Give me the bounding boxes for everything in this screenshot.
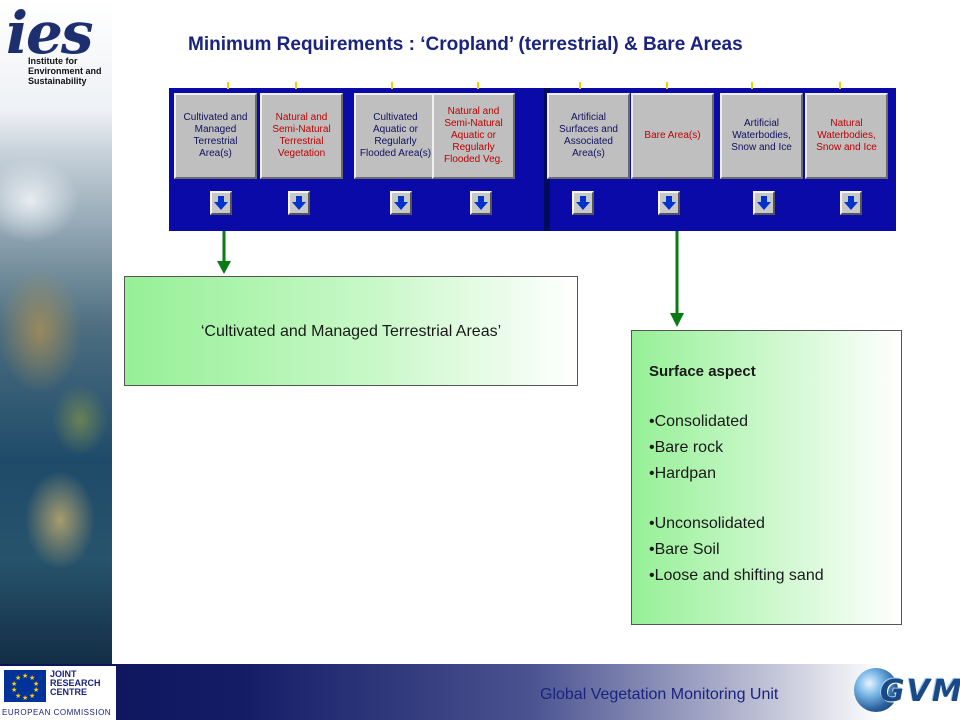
- expand-button-natural-waterbodies[interactable]: [840, 191, 862, 215]
- cultivated-areas-text: ‘Cultivated and Managed Terrestrial Area…: [200, 323, 502, 340]
- expand-button-cultivated-terrestrial[interactable]: [210, 191, 232, 215]
- category-label: Natural and Semi-Natural Aquatic or Regu…: [444, 106, 503, 165]
- category-artificial-surfaces[interactable]: Artificial Surfaces and Associated Area(…: [547, 93, 630, 179]
- globe-icon: [854, 668, 898, 712]
- connector-tick: [391, 82, 393, 89]
- arrow-down-icon: [757, 196, 771, 210]
- classification-panel: Cultivated and Managed Terrestrial Area(…: [169, 82, 896, 231]
- list-item: •Loose and shifting sand: [649, 567, 824, 584]
- list-item: •Bare Soil: [649, 541, 720, 558]
- connector-tick: [227, 82, 229, 89]
- category-natural-waterbodies[interactable]: Natural Waterbodies, Snow and Ice: [805, 93, 888, 179]
- arrow-down-icon: [214, 196, 228, 210]
- category-natural-terrestrial[interactable]: Natural and Semi-Natural Terrestrial Veg…: [260, 93, 343, 179]
- category-label: Natural Waterbodies, Snow and Ice: [816, 118, 877, 153]
- expand-button-artificial-waterbodies[interactable]: [753, 191, 775, 215]
- footer-bar: [0, 664, 960, 720]
- category-artificial-waterbodies[interactable]: Artificial Waterbodies, Snow and Ice: [720, 93, 803, 179]
- arrow-down-icon: [292, 196, 306, 210]
- connector-tick: [295, 82, 297, 89]
- connector-tick: [839, 82, 841, 89]
- gvm-logo: GVM: [848, 664, 960, 720]
- ies-logo-text: Institute for Environment and Sustainabi…: [28, 56, 102, 86]
- arrow-to-bare-areas: [670, 231, 684, 327]
- arrow-down-icon: [576, 196, 590, 210]
- arrow-down-icon: [474, 196, 488, 210]
- connector-tick: [666, 82, 668, 89]
- footer-unit-name: Global Vegetation Monitoring Unit: [540, 686, 779, 703]
- page-title: Minimum Requirements : ‘Cropland’ (terre…: [188, 34, 743, 55]
- european-commission-text: EUROPEAN COMMISSION: [2, 708, 112, 717]
- connector-tick: [579, 82, 581, 89]
- category-label: Bare Area(s): [644, 130, 701, 141]
- list-item: •Unconsolidated: [649, 515, 765, 532]
- category-label: Cultivated Aquatic or Regularly Flooded …: [359, 112, 432, 159]
- connector-tick: [751, 82, 753, 89]
- ies-logo-letters: ies: [6, 0, 94, 67]
- list-item: •Bare rock: [649, 439, 724, 456]
- satellite-image-strip: [0, 0, 112, 664]
- arrow-down-icon: [394, 196, 408, 210]
- arrow-down-icon: [844, 196, 858, 210]
- category-label: Cultivated and Managed Terrestrial Area(…: [183, 112, 248, 159]
- list-item: •Consolidated: [649, 413, 748, 430]
- category-bare-areas[interactable]: Bare Area(s): [631, 93, 714, 179]
- jrc-logo: ★ ★ ★ ★ ★ ★ ★ ★ ★ ★ JOINT RESEARCH CENTR…: [0, 666, 116, 720]
- ies-logo: ies Institute for Environment and Sustai…: [6, 2, 116, 94]
- cultivated-areas-box: ‘Cultivated and Managed Terrestrial Area…: [124, 276, 578, 386]
- eu-flag-icon: ★ ★ ★ ★ ★ ★ ★ ★ ★ ★: [4, 670, 46, 702]
- category-cultivated-aquatic[interactable]: Cultivated Aquatic or Regularly Flooded …: [354, 93, 437, 179]
- expand-button-natural-aquatic[interactable]: [470, 191, 492, 215]
- expand-button-bare-areas[interactable]: [658, 191, 680, 215]
- gvm-logo-text: GVM: [880, 674, 960, 709]
- category-label: Artificial Surfaces and Associated Area(…: [559, 112, 618, 159]
- jrc-text: JOINT RESEARCH CENTRE: [50, 669, 101, 697]
- arrow-to-cultivated: [217, 231, 231, 274]
- bare-areas-box: Surface aspect •Consolidated •Bare rock …: [631, 330, 902, 625]
- list-item: •Hardpan: [649, 465, 716, 482]
- category-natural-aquatic[interactable]: Natural and Semi-Natural Aquatic or Regu…: [432, 93, 515, 179]
- category-label: Natural and Semi-Natural Terrestrial Veg…: [272, 112, 331, 159]
- category-label: Artificial Waterbodies, Snow and Ice: [731, 118, 792, 153]
- expand-button-artificial-surfaces[interactable]: [572, 191, 594, 215]
- expand-button-natural-terrestrial[interactable]: [288, 191, 310, 215]
- arrow-down-icon: [662, 196, 676, 210]
- expand-button-cultivated-aquatic[interactable]: [390, 191, 412, 215]
- surface-aspect-heading: Surface aspect: [649, 363, 756, 380]
- category-cultivated-terrestrial[interactable]: Cultivated and Managed Terrestrial Area(…: [174, 93, 257, 179]
- connector-tick: [477, 82, 479, 89]
